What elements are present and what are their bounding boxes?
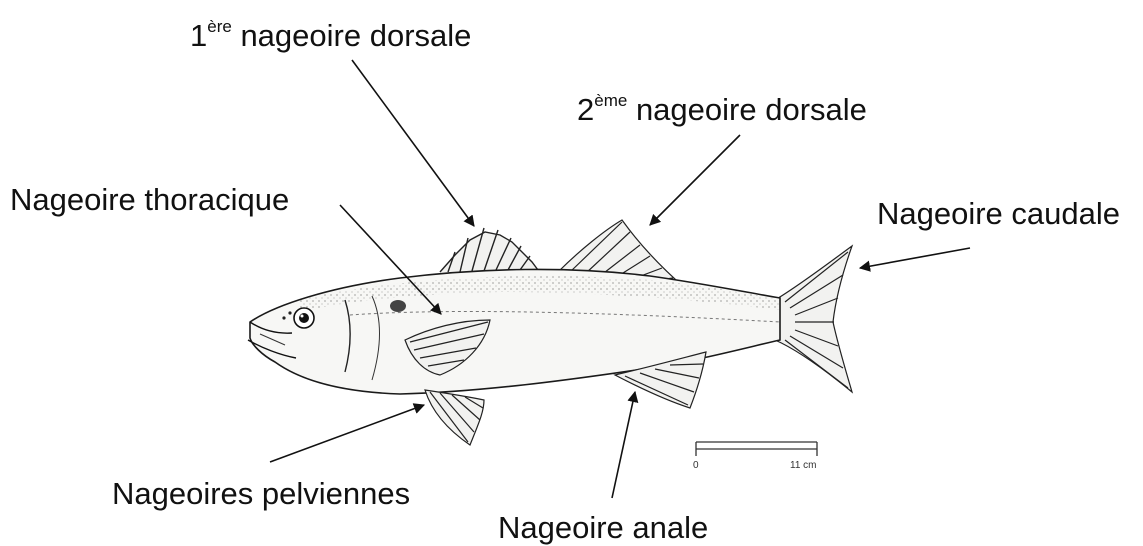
label-second-dorsal-fin: 2ème nageoire dorsale: [577, 92, 867, 125]
arrow-first-dorsal: [352, 60, 474, 226]
scale-bar-end-label: 11 cm: [790, 460, 817, 471]
label-second-dorsal-number: 2: [577, 92, 594, 127]
label-second-dorsal-ordinal: ème: [594, 91, 627, 110]
scale-bar: [696, 442, 817, 456]
label-first-dorsal-text: nageoire dorsale: [232, 18, 472, 53]
label-pelvic-fins: Nageoires pelviennes: [112, 478, 410, 509]
label-first-dorsal-number: 1: [190, 18, 207, 53]
arrow-caudal: [860, 248, 970, 268]
first-dorsal-fin: [440, 228, 538, 272]
pelvic-fin: [425, 390, 484, 445]
label-caudal-fin: Nageoire caudale: [877, 198, 1120, 229]
label-first-dorsal-ordinal: ère: [207, 17, 232, 36]
arrow-anal: [612, 392, 635, 498]
label-first-dorsal-fin: 1ère nageoire dorsale: [190, 18, 471, 51]
arrow-pelvic: [270, 405, 424, 462]
scale-bar-start-label: 0: [693, 460, 699, 471]
label-second-dorsal-text: nageoire dorsale: [627, 92, 867, 127]
label-anal-fin: Nageoire anale: [498, 512, 708, 543]
label-thoracic-fin: Nageoire thoracique: [10, 184, 289, 215]
arrow-second-dorsal: [650, 135, 740, 225]
caudal-fin-shape: [775, 246, 852, 392]
